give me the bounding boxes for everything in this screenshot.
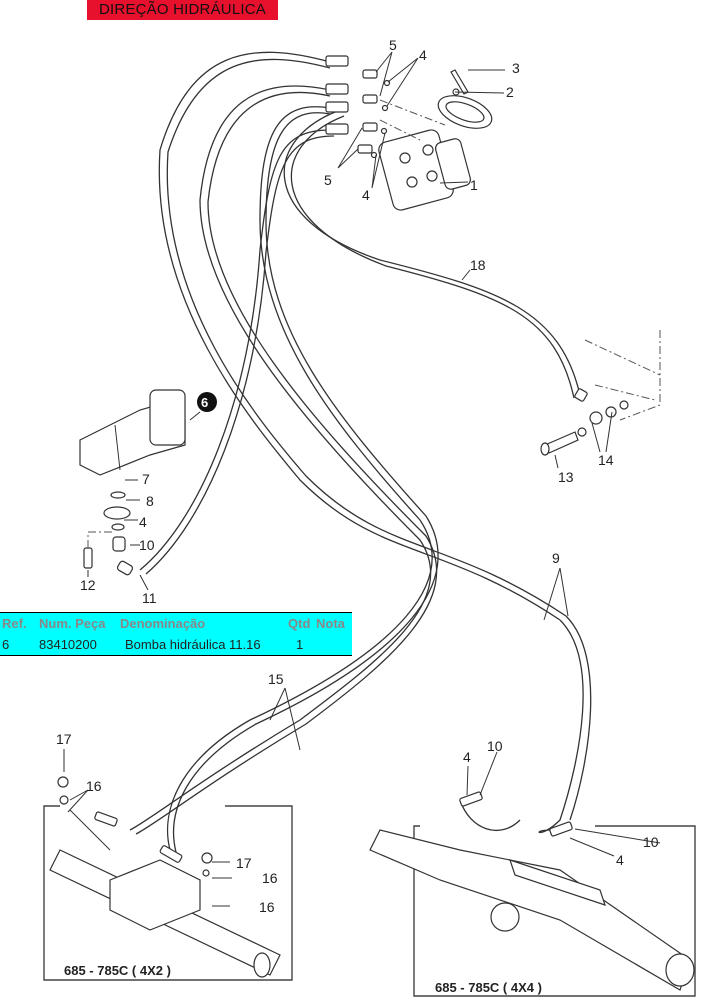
callout-16: 16	[86, 778, 102, 794]
callout-1: 1	[470, 177, 478, 193]
header-description: Denominação	[120, 616, 206, 631]
callout-11: 11	[142, 590, 157, 606]
row-qty: 1	[296, 637, 304, 652]
row-part-number: 83410200	[39, 637, 97, 652]
callout-17: 17	[56, 731, 72, 747]
header-part-number: Num. Peça	[39, 616, 106, 631]
callout-2: 2	[506, 84, 514, 100]
hose-upper-1b	[166, 58, 567, 617]
hose-upper-3b	[172, 112, 439, 853]
callout-8: 8	[146, 493, 154, 509]
callout-3: 3	[512, 60, 520, 76]
callout-17: 17	[236, 855, 252, 871]
hose-upper-3	[166, 106, 433, 851]
mount-13-14	[540, 330, 661, 456]
callout-7: 7	[142, 471, 150, 487]
hose-9b	[565, 615, 592, 821]
callout-16: 16	[259, 899, 275, 915]
callout-4: 4	[139, 514, 147, 530]
hose-9a	[538, 619, 584, 834]
highlight-marker	[197, 392, 217, 412]
hose-pump-11b	[145, 135, 335, 575]
callout-9: 9	[552, 550, 560, 566]
callout-13: 13	[558, 469, 574, 485]
callout-5: 5	[389, 37, 397, 53]
axle-4x2	[43, 776, 293, 981]
callout-4: 4	[362, 187, 370, 203]
callout-18: 18	[470, 257, 486, 273]
callout-16: 16	[262, 870, 278, 886]
header-ref: Ref.	[2, 616, 27, 631]
callout-15: 15	[268, 671, 284, 687]
hose-18b	[290, 115, 575, 399]
parts-table: Ref. Num. Peça Denominação Qtd Nota 6 83…	[0, 612, 352, 656]
hose-upper-2	[129, 85, 432, 831]
callout-14: 14	[598, 452, 614, 468]
fittings	[325, 55, 469, 159]
callout-10: 10	[139, 537, 155, 553]
hose-pump-11	[139, 129, 331, 571]
leader-lines	[63, 51, 661, 907]
callout-labels: 5 4 3 2 1 5 4 18 6 7 8 4 10 12 11 13 14 …	[56, 37, 659, 995]
diagram-title: DIREÇÃO HIDRÁULICA	[87, 0, 278, 20]
callout-5: 5	[324, 172, 332, 188]
axle-4x4	[369, 791, 696, 997]
steering-unit	[378, 95, 493, 211]
hose-4x4-left	[459, 799, 521, 831]
hose-upper-1	[158, 51, 561, 621]
callout-6: 6	[201, 395, 208, 410]
axle-label-4x2: 685 - 785C ( 4X2 )	[64, 963, 171, 978]
hose-upper-2b	[135, 91, 438, 835]
callout-4: 4	[616, 852, 624, 868]
callout-10: 10	[643, 834, 659, 850]
row-description: Bomba hidráulica 11.16	[125, 637, 261, 652]
callout-12: 12	[80, 577, 96, 593]
header-qty: Qtd	[288, 616, 311, 631]
callout-4: 4	[463, 749, 471, 765]
hose-18	[283, 109, 581, 396]
hoses	[129, 51, 592, 853]
row-ref: 6	[2, 637, 10, 652]
hydraulic-pump	[79, 389, 217, 576]
callout-10: 10	[487, 738, 503, 754]
header-note: Nota	[316, 616, 345, 631]
axle-label-4x4: 685 - 785C ( 4X4 )	[435, 980, 542, 995]
callout-4: 4	[419, 47, 427, 63]
